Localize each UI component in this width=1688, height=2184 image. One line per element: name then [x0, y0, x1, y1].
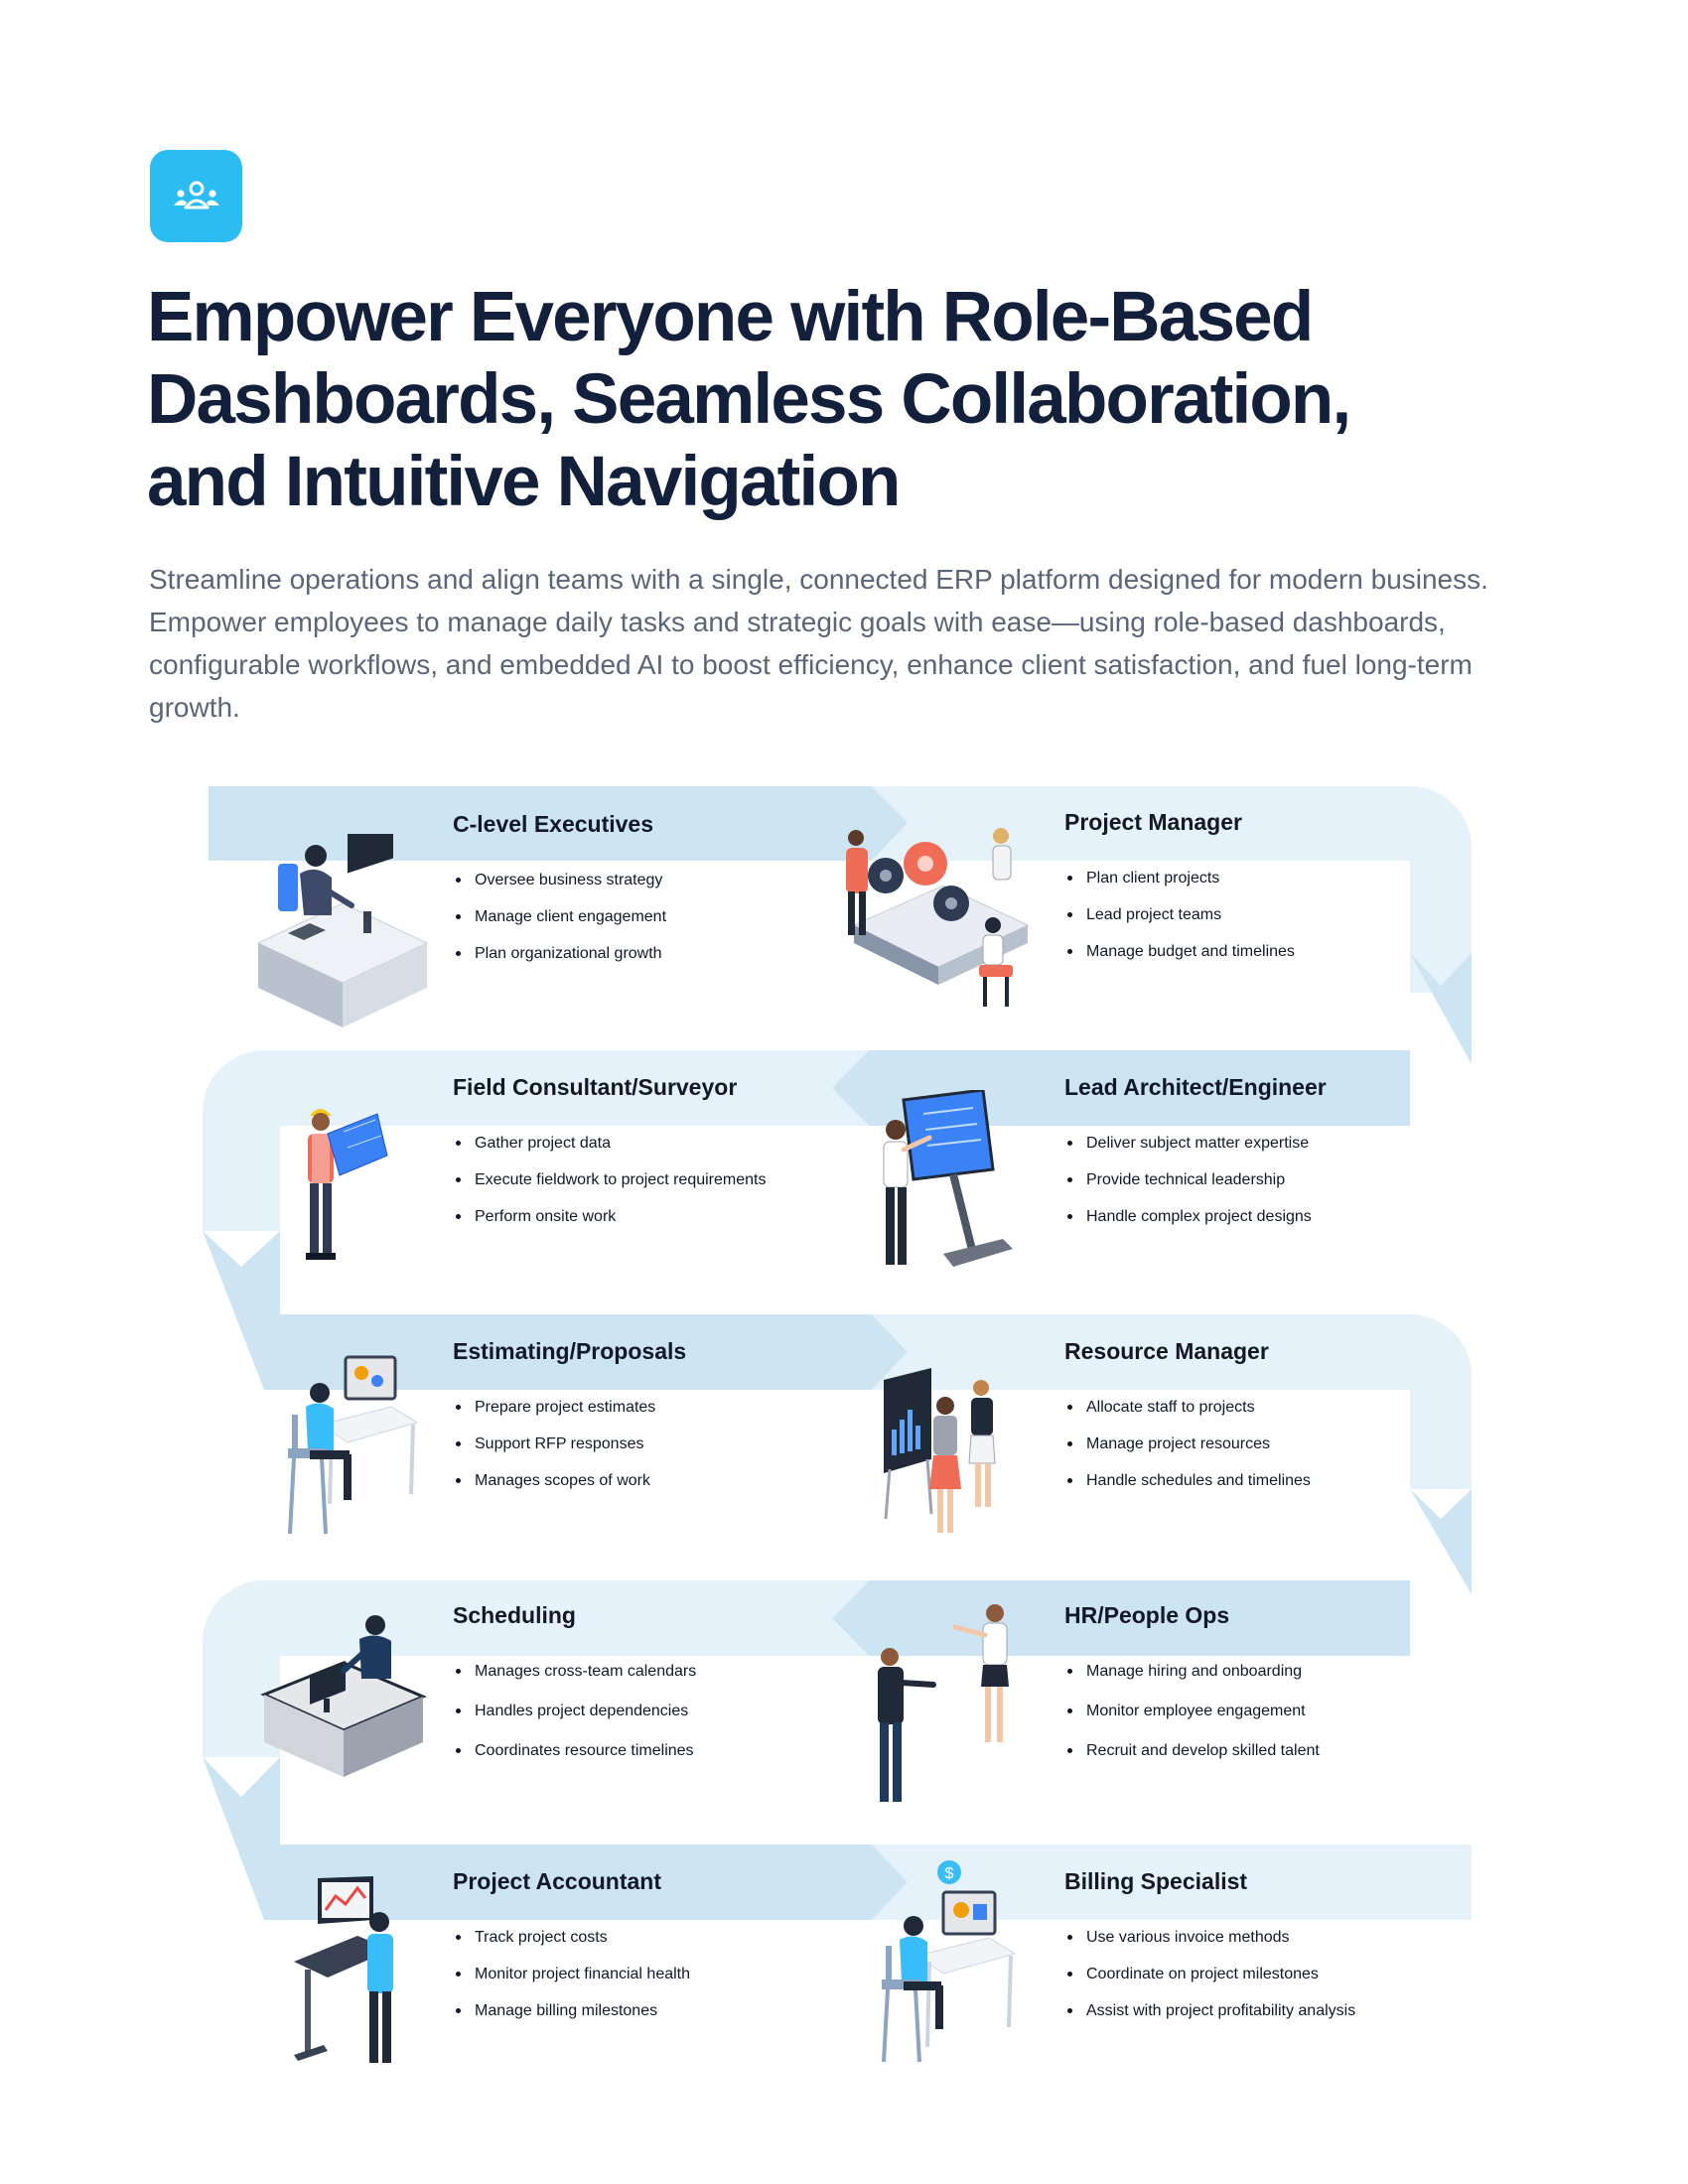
list-item: Allocate staff to projects — [1064, 1398, 1561, 1418]
list-item: Lead project teams — [1064, 905, 1561, 925]
role-responsibilities: Allocate staff to projects Manage projec… — [1064, 1398, 1561, 1491]
list-item: Prepare project estimates — [453, 1398, 949, 1418]
list-item: Coordinates resource timelines — [453, 1741, 949, 1761]
role-responsibilities: Manage hiring and onboarding Monitor emp… — [1064, 1662, 1561, 1761]
list-item: Track project costs — [453, 1928, 949, 1948]
role-title: Resource Manager — [1064, 1338, 1269, 1364]
role-field-consultant: Field Consultant/Surveyor Gather project… — [453, 1073, 949, 1244]
logo-badge — [150, 150, 242, 242]
list-item: Manage hiring and onboarding — [1064, 1662, 1561, 1682]
list-item: Manage client engagement — [453, 907, 949, 927]
role-title: Project Accountant — [453, 1868, 662, 1894]
list-item: Manage project resources — [1064, 1434, 1561, 1454]
hr-people-illustration — [878, 1604, 1009, 1802]
list-item: Provide technical leadership — [1064, 1170, 1561, 1190]
role-lead-architect: Lead Architect/Engineer Deliver subject … — [1064, 1073, 1561, 1244]
role-hr-people-ops: HR/People Ops Manage hiring and onboardi… — [1064, 1601, 1561, 1778]
role-responsibilities: Deliver subject matter expertise Provide… — [1064, 1134, 1561, 1227]
list-item: Manage billing milestones — [453, 2001, 949, 2021]
scheduler-illustration — [260, 1615, 427, 1777]
role-c-level-executives: C-level Executives Oversee business stra… — [453, 810, 949, 981]
list-item: Assist with project profitability analys… — [1064, 2001, 1561, 2021]
role-title: Field Consultant/Surveyor — [453, 1074, 738, 1100]
role-title: Estimating/Proposals — [453, 1338, 687, 1364]
list-item: Monitor employee engagement — [1064, 1702, 1561, 1721]
role-title: Project Manager — [1064, 809, 1242, 835]
list-item: Perform onsite work — [453, 1207, 949, 1227]
list-item: Monitor project financial health — [453, 1965, 949, 1984]
architect-illustration — [883, 1090, 1013, 1267]
estimator-illustration — [288, 1355, 419, 1535]
role-title: Scheduling — [453, 1602, 576, 1628]
list-item: Handle schedules and timelines — [1064, 1471, 1561, 1491]
surveyor-illustration — [306, 1109, 388, 1260]
list-item: Recruit and develop skilled talent — [1064, 1741, 1561, 1761]
list-item: Manage budget and timelines — [1064, 942, 1561, 962]
role-title: Billing Specialist — [1064, 1868, 1248, 1894]
page-description: Streamline operations and align teams wi… — [149, 564, 1488, 723]
list-item: Oversee business strategy — [453, 871, 949, 890]
role-resource-manager: Resource Manager Allocate staff to proje… — [1064, 1337, 1561, 1508]
role-scheduling: Scheduling Manages cross-team calendars … — [453, 1601, 949, 1778]
team-gears-illustration — [846, 828, 1030, 1007]
list-item: Gather project data — [453, 1134, 949, 1154]
role-estimating-proposals: Estimating/Proposals Prepare project est… — [453, 1337, 949, 1508]
list-item: Plan organizational growth — [453, 944, 949, 964]
role-responsibilities: Use various invoice methods Coordinate o… — [1064, 1928, 1561, 2021]
role-responsibilities: Plan client projects Lead project teams … — [1064, 869, 1561, 962]
role-responsibilities: Oversee business strategy Manage client … — [453, 871, 949, 964]
role-responsibilities: Manages cross-team calendars Handles pro… — [453, 1662, 949, 1761]
list-item: Plan client projects — [1064, 869, 1561, 888]
role-title: HR/People Ops — [1064, 1602, 1230, 1628]
list-item: Handle complex project designs — [1064, 1207, 1561, 1227]
list-item: Support RFP responses — [453, 1434, 949, 1454]
list-item: Manages cross-team calendars — [453, 1662, 949, 1682]
list-item: Execute fieldwork to project requirement… — [453, 1170, 949, 1190]
list-item: Handles project dependencies — [453, 1702, 949, 1721]
role-responsibilities: Prepare project estimates Support RFP re… — [453, 1398, 949, 1491]
list-item: Deliver subject matter expertise — [1064, 1134, 1561, 1154]
billing-specialist-illustration: $ — [882, 1860, 1017, 2063]
accountant-illustration — [294, 1876, 393, 2063]
role-billing-specialist: Billing Specialist Use various invoice m… — [1064, 1867, 1561, 2038]
page-title: Empower Everyone with Role-Based Dashboa… — [147, 278, 1351, 521]
list-item: Coordinate on project milestones — [1064, 1965, 1561, 1984]
role-title: C-level Executives — [453, 811, 654, 837]
people-group-icon — [173, 181, 219, 208]
svg-text:$: $ — [945, 1865, 954, 1882]
resource-managers-illustration — [884, 1368, 996, 1533]
executive-desk-illustration — [256, 834, 429, 1027]
list-item: Use various invoice methods — [1064, 1928, 1561, 1948]
role-project-manager: Project Manager Plan client projects Lea… — [1064, 808, 1561, 979]
role-responsibilities: Track project costs Monitor project fina… — [453, 1928, 949, 2021]
role-responsibilities: Gather project data Execute fieldwork to… — [453, 1134, 949, 1227]
list-item: Manages scopes of work — [453, 1471, 949, 1491]
role-title: Lead Architect/Engineer — [1064, 1074, 1327, 1100]
role-project-accountant: Project Accountant Track project costs M… — [453, 1867, 949, 2038]
